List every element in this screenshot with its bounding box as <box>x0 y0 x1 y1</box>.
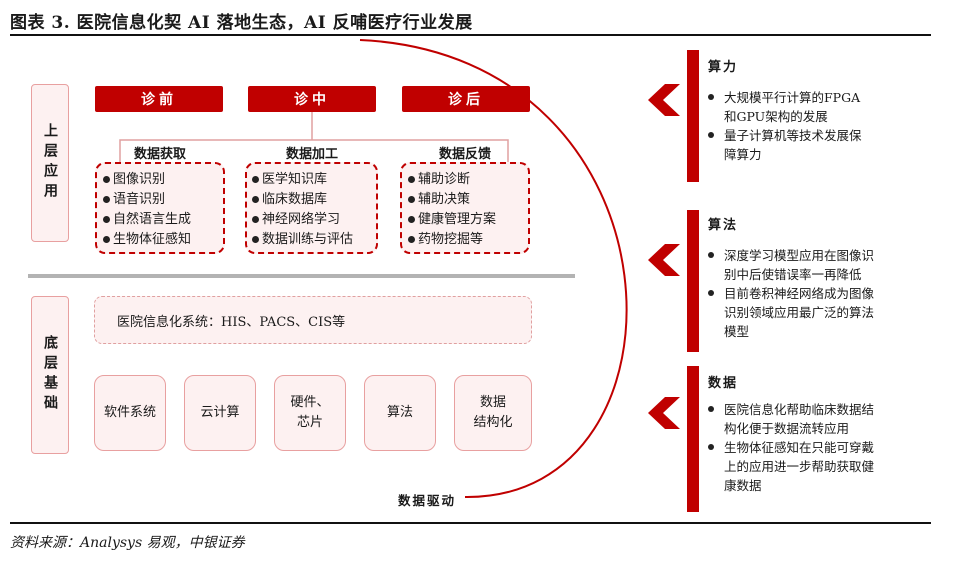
chevron-left-icon <box>648 84 680 116</box>
panel-bar-data <box>687 366 699 512</box>
source-note: 资料来源：Analysys 易观，中银证券 <box>10 535 245 551</box>
list-item: 大规模平行计算的FPGA和GPU架构的发展 <box>708 88 868 126</box>
section-box-acquire: 图像识别 语音识别 自然语言生成 生物体征感知 <box>95 162 225 254</box>
phase-bracket <box>119 112 509 162</box>
chevron-left-icon <box>648 397 680 429</box>
panel-title-algorithm: 算法 <box>708 218 739 233</box>
list-item: 深度学习模型应用在图像识别中后使错误率一再降低 <box>708 246 878 284</box>
section-title-acquire: 数据获取 <box>133 147 186 162</box>
data-drive-label: 数据驱动 <box>398 493 457 508</box>
lower-layer-label: 底层基础 <box>31 296 69 454</box>
list-item: 量子计算机等技术发展保障算力 <box>708 126 868 164</box>
list-item: 自然语言生成 <box>103 210 223 230</box>
section-title-feedback: 数据反馈 <box>438 147 491 162</box>
base-box-hardware: 硬件、芯片 <box>274 375 346 451</box>
phase-during: 诊中 <box>248 86 376 112</box>
list-item: 临床数据库 <box>252 190 376 210</box>
his-system-text: 医院信息化系统：HIS、PACS、CIS等 <box>117 314 346 330</box>
list-item: 目前卷积神经网络成为图像识别领域应用最广泛的算法模型 <box>708 284 878 341</box>
chevrons <box>648 84 680 429</box>
list-item: 生物体征感知在只能可穿戴上的应用进一步帮助获取健康数据 <box>708 438 880 495</box>
panel-title-data: 数据 <box>708 376 739 391</box>
panel-bar-compute <box>687 50 699 182</box>
panel-body-algorithm: 深度学习模型应用在图像识别中后使错误率一再降低 目前卷积神经网络成为图像识别领域… <box>708 246 878 341</box>
layer-separator <box>28 274 575 278</box>
panel-bar-algorithm <box>687 210 699 352</box>
base-box-data: 数据结构化 <box>454 375 532 451</box>
his-system-box: 医院信息化系统：HIS、PACS、CIS等 <box>94 296 532 344</box>
base-box-algorithm: 算法 <box>364 375 436 451</box>
figure-title: 图表 3. 医院信息化契 AI 落地生态，AI 反哺医疗行业发展 <box>10 13 473 33</box>
chevron-left-icon <box>648 244 680 276</box>
list-item: 辅助诊断 <box>408 170 528 190</box>
panel-title-compute: 算力 <box>708 60 739 75</box>
base-box-cloud: 云计算 <box>184 375 256 451</box>
bottom-rule <box>10 522 931 524</box>
list-item: 健康管理方案 <box>408 210 528 230</box>
panel-body-compute: 大规模平行计算的FPGA和GPU架构的发展 量子计算机等技术发展保障算力 <box>708 88 868 164</box>
section-box-feedback: 辅助诊断 辅助决策 健康管理方案 药物挖掘等 <box>400 162 530 254</box>
list-item: 医院信息化帮助临床数据结构化便于数据流转应用 <box>708 400 880 438</box>
list-item: 辅助决策 <box>408 190 528 210</box>
list-item: 神经网络学习 <box>252 210 376 230</box>
phase-pre: 诊前 <box>95 86 223 112</box>
list-item: 语音识别 <box>103 190 223 210</box>
upper-layer-label: 上层应用 <box>31 84 69 242</box>
phase-post: 诊后 <box>402 86 530 112</box>
section-title-process: 数据加工 <box>285 147 338 162</box>
list-item: 药物挖掘等 <box>408 230 528 250</box>
section-box-process: 医学知识库 临床数据库 神经网络学习 数据训练与评估 <box>245 162 378 254</box>
top-rule <box>10 34 931 36</box>
list-item: 医学知识库 <box>252 170 376 190</box>
base-box-software: 软件系统 <box>94 375 166 451</box>
list-item: 数据训练与评估 <box>252 230 376 250</box>
list-item: 生物体征感知 <box>103 230 223 250</box>
list-item: 图像识别 <box>103 170 223 190</box>
panel-body-data: 医院信息化帮助临床数据结构化便于数据流转应用 生物体征感知在只能可穿戴上的应用进… <box>708 400 880 495</box>
drive-arc <box>359 39 628 499</box>
